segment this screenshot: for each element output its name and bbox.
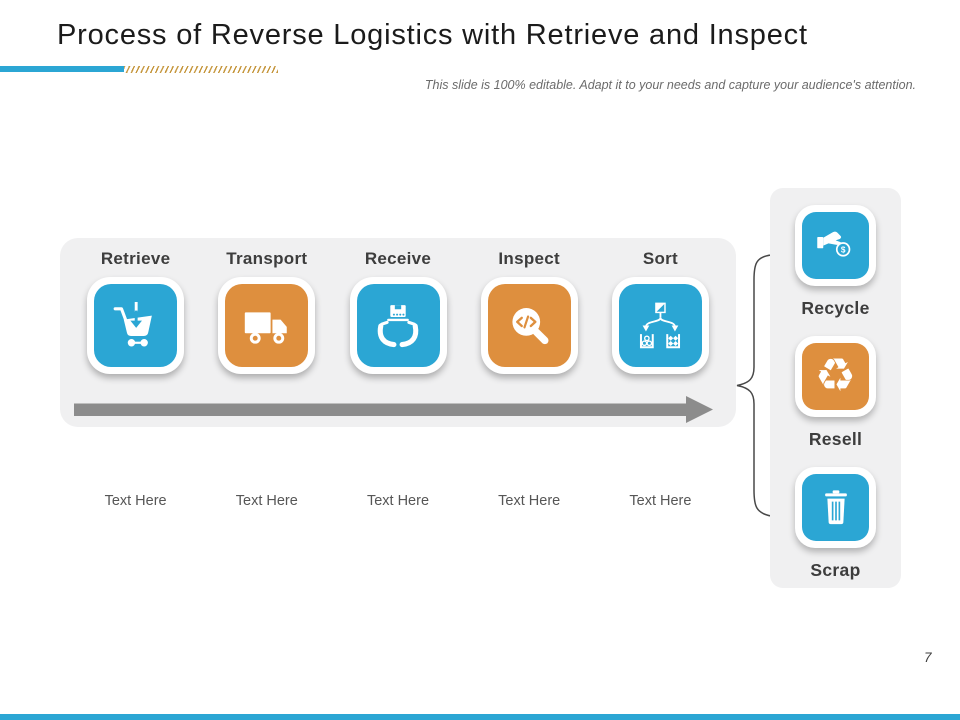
- outcome-tile-fill: $: [802, 212, 869, 279]
- trash-bin-icon: [824, 489, 847, 524]
- hands-receiving-box-icon: [377, 304, 419, 347]
- brace-connector: [736, 254, 772, 517]
- page-number: 7: [924, 650, 932, 665]
- magnifier-code-icon: [512, 307, 549, 344]
- step-tile-fill: [356, 284, 440, 367]
- step-tile: [87, 277, 185, 374]
- steps-row: Retrieve: [60, 238, 736, 374]
- placeholder-text: Text Here: [366, 493, 430, 509]
- step-tile: [349, 277, 447, 374]
- step-tile-fill: [618, 284, 702, 367]
- step-tile: [611, 277, 709, 374]
- accent-bar: [0, 66, 124, 72]
- outcome-label: Resell: [808, 429, 863, 449]
- flow-arrow: [74, 396, 713, 423]
- step-tile-fill: [487, 284, 571, 367]
- outcome-label: Recycle: [801, 298, 870, 318]
- recycle-arrows-icon: ♻: [814, 347, 857, 402]
- placeholder-row: Text Here Text Here Text Here Text Here …: [60, 493, 736, 509]
- step-inspect: Inspect: [464, 238, 595, 374]
- step-label: Receive: [364, 249, 432, 268]
- outcome-label: Scrap: [810, 560, 861, 580]
- outcome-tile-fill: ♻: [802, 343, 869, 410]
- svg-text:$: $: [840, 245, 845, 254]
- step-label: Transport: [226, 249, 308, 268]
- step-sort: Sort: [595, 238, 726, 374]
- sort-branches-icon: [640, 302, 681, 348]
- step-tile: [218, 277, 316, 374]
- process-panel: Retrieve: [60, 238, 736, 427]
- outcome-tile-scrap: [795, 467, 876, 548]
- outcome-tile-recycle: $: [795, 205, 876, 286]
- page-title: Process of Reverse Logistics with Retrie…: [57, 19, 808, 51]
- placeholder-text: Text Here: [235, 493, 298, 509]
- step-label: Inspect: [498, 249, 561, 268]
- hand-money-icon: $: [816, 231, 850, 257]
- outcome-tile-fill: [802, 474, 869, 541]
- delivery-truck-icon: [244, 311, 287, 344]
- step-tile: [480, 277, 578, 374]
- step-transport: Transport: [201, 238, 332, 374]
- outcome-tile-resell: ♻: [795, 336, 876, 417]
- bottom-accent-bar: [0, 714, 960, 720]
- step-receive: Receive: [332, 238, 463, 374]
- outcomes-panel: $ Recycle ♻ Resell Scrap: [770, 188, 901, 588]
- step-label: Retrieve: [100, 249, 171, 268]
- placeholder-text: Text Here: [498, 493, 561, 509]
- editable-note: This slide is 100% editable. Adapt it to…: [424, 78, 916, 92]
- step-tile-fill: [225, 284, 309, 367]
- step-retrieve: Retrieve: [70, 238, 201, 374]
- step-label: Sort: [642, 249, 679, 268]
- placeholder-text: Text Here: [104, 493, 167, 509]
- placeholder-text: Text Here: [629, 493, 692, 509]
- step-tile-fill: [94, 284, 178, 367]
- cart-arrow-down-icon: [113, 301, 152, 346]
- accent-hatch-pattern: [124, 66, 278, 73]
